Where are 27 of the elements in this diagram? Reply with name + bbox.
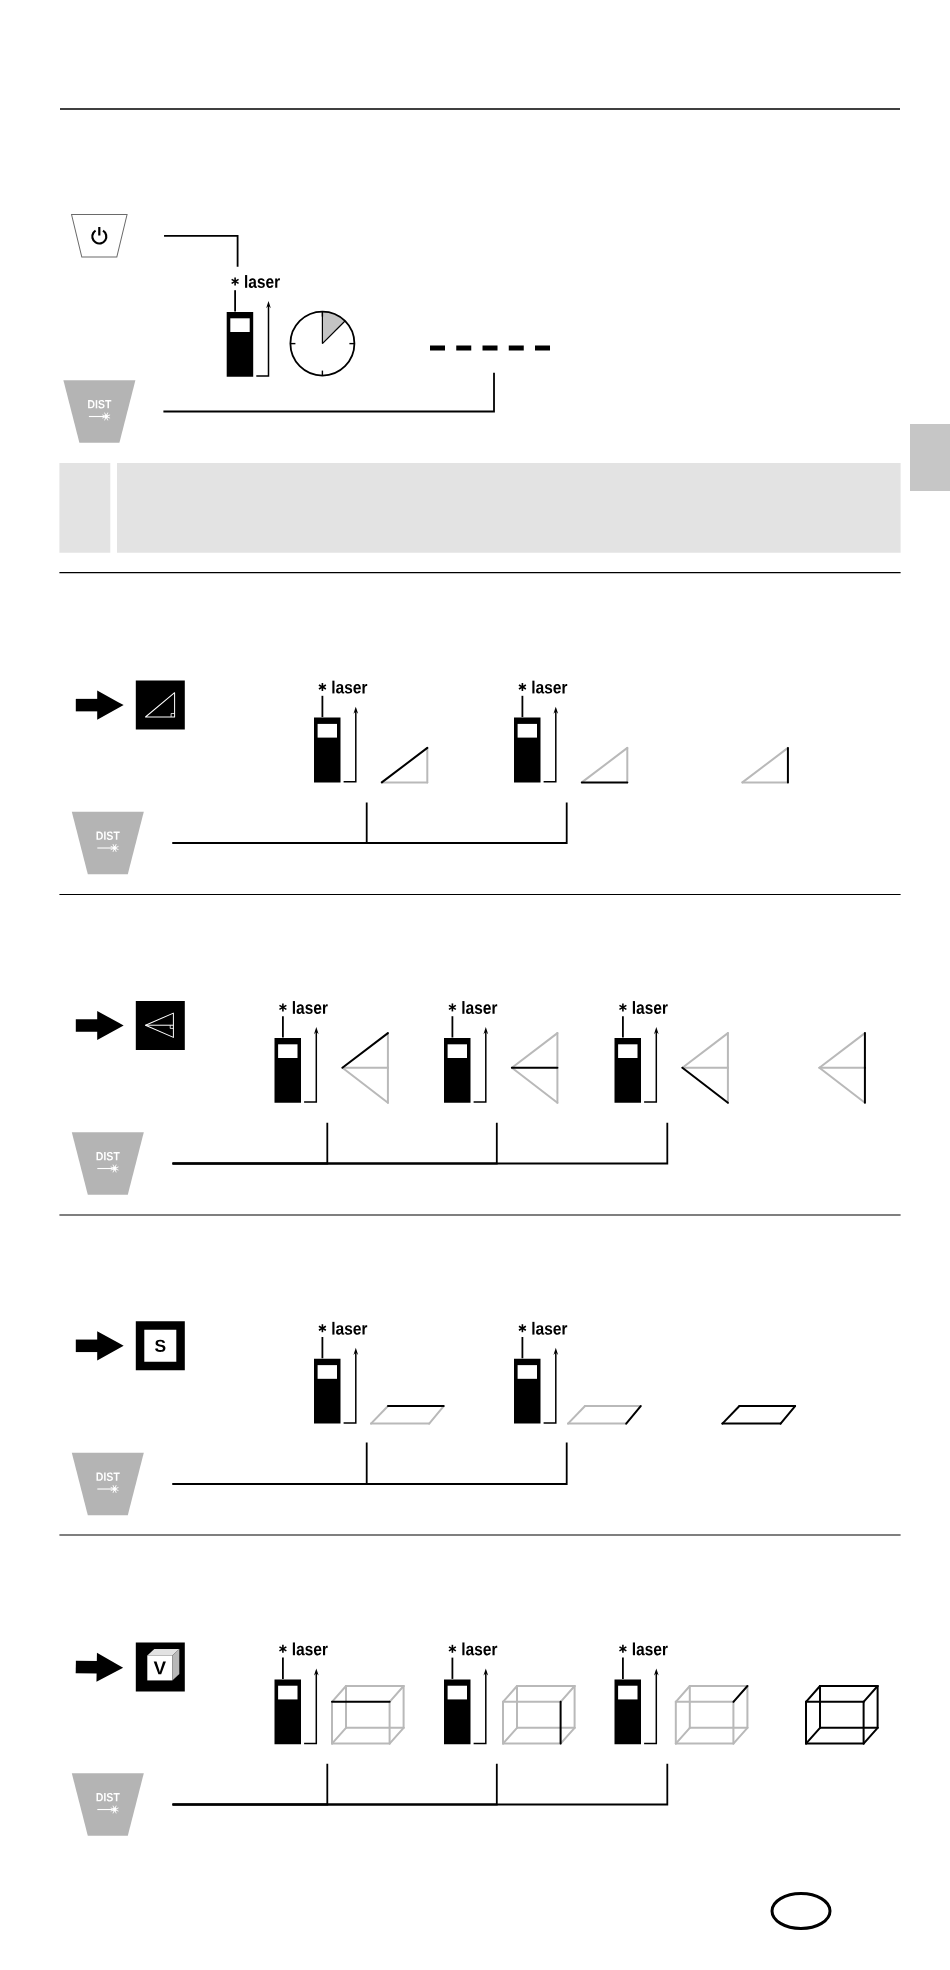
mode-key: V: [135, 1642, 185, 1692]
dist-button: DIST: [71, 1452, 144, 1516]
connector-line: [163, 234, 239, 268]
dist-button: DIST: [71, 1773, 144, 1836]
status-label: laser: [462, 1642, 498, 1656]
status-label: laser: [532, 1321, 568, 1335]
status-label: laser: [532, 680, 568, 694]
connector-line: [171, 1121, 669, 1165]
status-label: laser: [462, 1001, 498, 1014]
status-label: laser: [332, 680, 368, 694]
mode-key: [135, 1001, 185, 1050]
mode-key: S: [135, 1321, 185, 1371]
connector-line: [171, 1441, 568, 1485]
status-label: laser: [632, 1001, 668, 1014]
dist-button: DIST: [71, 1132, 144, 1195]
connector-line: [162, 371, 495, 413]
status-label: laser: [632, 1642, 668, 1656]
dist-button: DIST: [71, 811, 144, 875]
dist-button: DIST: [63, 380, 136, 443]
connector-line: [171, 801, 568, 844]
status-label: laser: [292, 1642, 328, 1656]
status-label: laser: [245, 275, 280, 288]
mode-key: [135, 680, 185, 730]
dashed-line: [430, 345, 550, 351]
status-label: laser: [332, 1321, 368, 1335]
status-label: laser: [292, 1001, 328, 1014]
connector-line: [171, 1762, 669, 1806]
